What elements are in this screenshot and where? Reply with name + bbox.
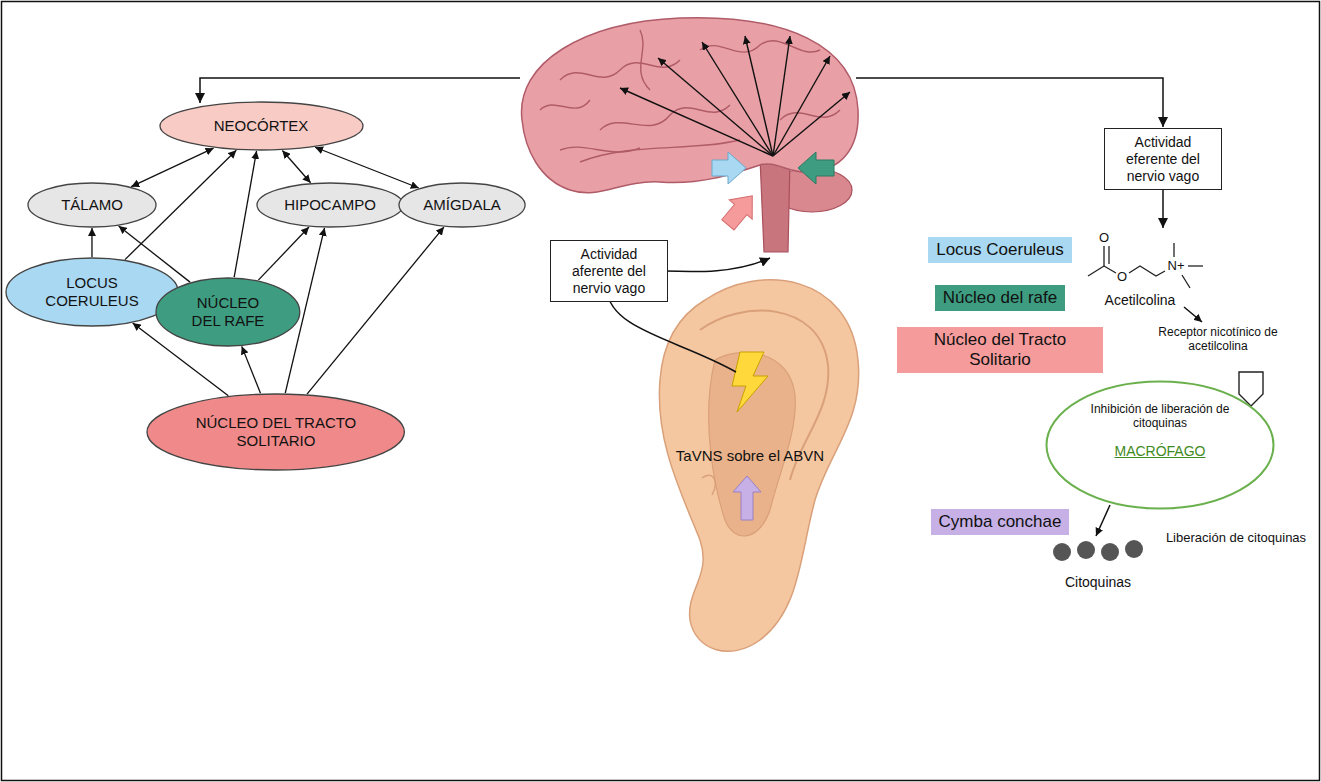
process-box: Actividad aferente del nervio vago [550,240,668,302]
nts-arrow [716,186,763,234]
brain-region-ellipse: NÚCLEO DEL RAFE [155,277,301,347]
node-label: NÚCLEO DEL TRACTO SOLITARIO [191,414,361,450]
node-label: LOCUS COERULEUS [37,274,147,310]
cortical-projections [620,36,850,156]
annotation: Citoquinas [1065,574,1131,591]
connector-arrow [282,150,310,182]
brain-region-ellipse: AMÍGDALA [398,182,526,228]
ellipse-shape [257,183,403,227]
brain-region-ellipse: NEOCÓRTEX [159,101,364,151]
legend-swatch: Núcleo del Tracto Solitario [897,327,1103,374]
connector-arrow [91,228,92,257]
gyri [540,30,840,162]
acetylcholine-to-receptor [1184,307,1202,322]
cell-note: Inhibición de liberación de citoquinas [1090,380,1230,431]
label-holder: TaVNS sobre el ABVN [676,447,824,465]
connector-arrow [234,151,256,277]
acetylcholine-molecule [1088,243,1203,288]
node-label: HIPOCAMPO [284,196,376,214]
label-holder: Citoquinas [1065,574,1131,591]
ellipse-shape [399,183,525,227]
connector-arrow [258,227,309,280]
label-holder: O [1117,269,1127,285]
annotation: Receptor nicotínico de acetilcolina [1153,325,1283,354]
brain-to-neocortex [200,78,520,103]
efferent-to-acetylcholine [1162,190,1164,228]
atom-label: O [1099,230,1109,246]
brain [522,18,859,252]
legend-text: Núcleo del Tracto Solitario [905,330,1095,371]
process-box: Actividad eferente del nervio vago [1104,128,1222,190]
brain-region-ellipse: LOCUS COERULEUS [5,257,179,327]
atom-label: N+ [1168,258,1185,274]
annotation: Liberación de citoquinas [1166,530,1306,546]
brainstem [760,158,790,252]
legend-swatch: Locus Coeruleus [928,237,1072,263]
connector-arrow [307,227,444,394]
brain-region-ellipse: HIPOCAMPO [256,182,404,228]
cerebrum [522,18,859,193]
cell-name: MACRÓFAGO [1045,443,1275,460]
node-label: NÚCLEO DEL RAFE [183,294,273,330]
stimulation-bolt [732,352,768,412]
node-label: NEOCÓRTEX [214,117,309,135]
connector-arrow [242,346,261,393]
ear [659,280,858,652]
cytokine-dots [1053,540,1143,561]
method-label: TaVNS sobre el ABVN [676,447,824,465]
annotation: Acetilcolina [1105,292,1176,309]
legend-text: Locus Coeruleus [936,240,1064,260]
box-label: Actividad eferente del nervio vago [1111,134,1215,184]
connector-arrow [315,147,419,188]
lc-arrow [712,152,746,184]
label-holder: Receptor nicotínico de acetilcolina [1153,325,1283,354]
release-arrow [1096,505,1110,536]
legend-swatch: Cymba conchae [931,509,1070,535]
node-label: TÁLAMO [61,196,123,214]
cell-ellipse: Inhibición de liberación de citoquinasMA… [1045,380,1275,510]
brain-region-ellipse: TÁLAMO [27,182,157,228]
ellipse-shape [160,102,363,150]
box-label: Actividad aferente del nervio vago [557,246,661,296]
ellipse-shape [28,183,156,227]
label-holder: Acetilcolina [1105,292,1176,309]
raphe-arrow [798,152,834,184]
ellipse-shape [6,258,178,326]
legend-text: Núcleo del rafe [943,288,1057,308]
atom-label: O [1117,269,1127,285]
cymba-arrow [733,476,761,520]
label-holder: Liberación de citoquinas [1166,530,1306,546]
connector-arrow [131,148,213,186]
legend-swatch: Núcleo del rafe [935,285,1065,311]
brain-to-efferent [856,78,1163,127]
brain-region-ellipse: NÚCLEO DEL TRACTO SOLITARIO [146,393,405,471]
ellipse-shape [147,394,404,470]
ellipse-shape [156,278,300,346]
node-label: AMÍGDALA [423,196,501,214]
legend-text: Cymba conchae [939,512,1062,532]
label-holder: O [1099,230,1109,246]
label-holder: N+ [1168,258,1185,274]
